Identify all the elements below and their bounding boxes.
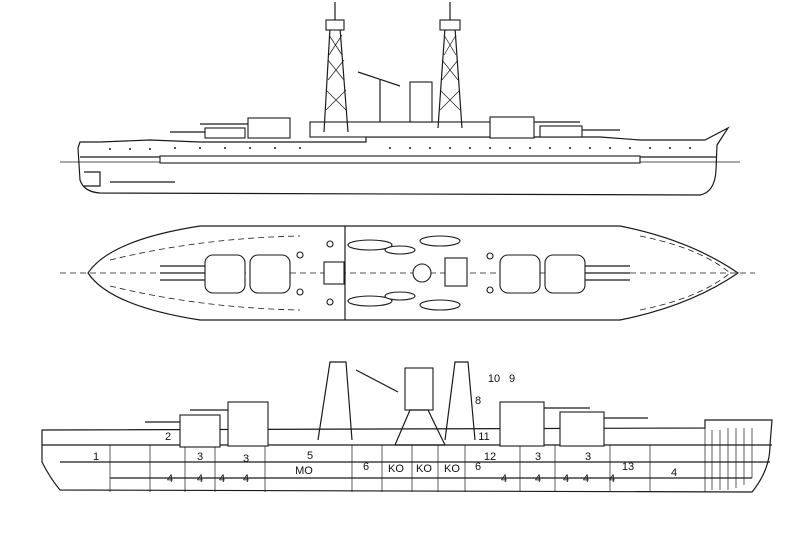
compartment-label: 10 [488, 373, 500, 385]
plan-turret-fwd-inner [499, 254, 541, 294]
compartment-label: KO [388, 463, 404, 475]
compartment-label: 5 [307, 450, 313, 462]
plan-dashed-lines [109, 235, 731, 311]
superstructure-deck [309, 121, 491, 138]
plan-turret-fwd-outer [544, 254, 630, 294]
plan-hull-outline [87, 225, 740, 321]
plan-deckhouse-aft [323, 261, 345, 285]
plan-view [60, 225, 755, 321]
funnel [409, 81, 433, 123]
compartment-labels: 1 2 3 3 3 3 4 4 4 4 4 4 4 4 4 4 5 MO 6 6… [93, 373, 677, 485]
compartment-label: 4 [535, 473, 541, 485]
armor-belt [159, 155, 641, 164]
compartment-label: MO [295, 465, 313, 477]
inboard-aft-mast [317, 361, 353, 441]
compartment-label: 4 [167, 473, 173, 485]
side-profile-view [60, 2, 740, 196]
compartment-label: 4 [219, 473, 225, 485]
forward-turrets-profile [489, 116, 620, 139]
rudder [84, 171, 101, 187]
bow-hatching [711, 428, 753, 490]
inboard-funnel [404, 367, 434, 411]
plan-deckhouse-fwd [444, 257, 468, 287]
plan-boats [347, 235, 461, 311]
inboard-barbettes [145, 401, 648, 448]
uptake-casing [394, 409, 446, 446]
compartment-label: 11 [478, 431, 489, 443]
compartment-label: KO [444, 463, 460, 475]
hull-profile [77, 126, 730, 196]
plan-funnel [412, 263, 432, 283]
compartment-label: 1 [93, 451, 99, 463]
aft-turrets-profile [170, 117, 291, 139]
compartment-label: 3 [197, 451, 203, 463]
aft-lattice-mast [323, 2, 349, 133]
compartment-label: 3 [243, 453, 249, 465]
plan-turret-aft-inner [249, 254, 291, 294]
inboard-hull-outline [41, 419, 773, 493]
portholes [109, 147, 691, 150]
forward-lattice-mast [437, 2, 463, 129]
compartment-label: 4 [609, 473, 615, 485]
compartment-label: 13 [622, 461, 634, 473]
compartment-label: 3 [535, 451, 541, 463]
compartment-label: 4 [197, 473, 203, 485]
compartment-label: 12 [484, 451, 496, 463]
compartment-label: 6 [363, 461, 369, 473]
compartment-label: 4 [563, 473, 569, 485]
plan-vents [296, 240, 494, 306]
plan-turret-aft-outer [160, 254, 246, 294]
inboard-fwd-mast [444, 361, 476, 441]
bulkheads [109, 420, 706, 492]
compartment-label: 4 [671, 467, 677, 479]
boat-crane [357, 71, 401, 87]
compartment-label: 4 [501, 473, 507, 485]
compartment-label: 2 [165, 431, 171, 443]
inboard-profile-view: 1 2 3 3 3 3 4 4 4 4 4 4 4 4 4 4 5 MO 6 6… [41, 361, 773, 493]
compartment-label: 6 [475, 461, 481, 473]
compartment-label: 4 [583, 473, 589, 485]
compartment-label: KO [416, 463, 432, 475]
compartment-label: 3 [585, 451, 591, 463]
compartment-label: 9 [509, 373, 515, 385]
inboard-crane [355, 369, 399, 393]
compartment-label: 4 [243, 473, 249, 485]
compartment-label: 8 [475, 395, 481, 407]
